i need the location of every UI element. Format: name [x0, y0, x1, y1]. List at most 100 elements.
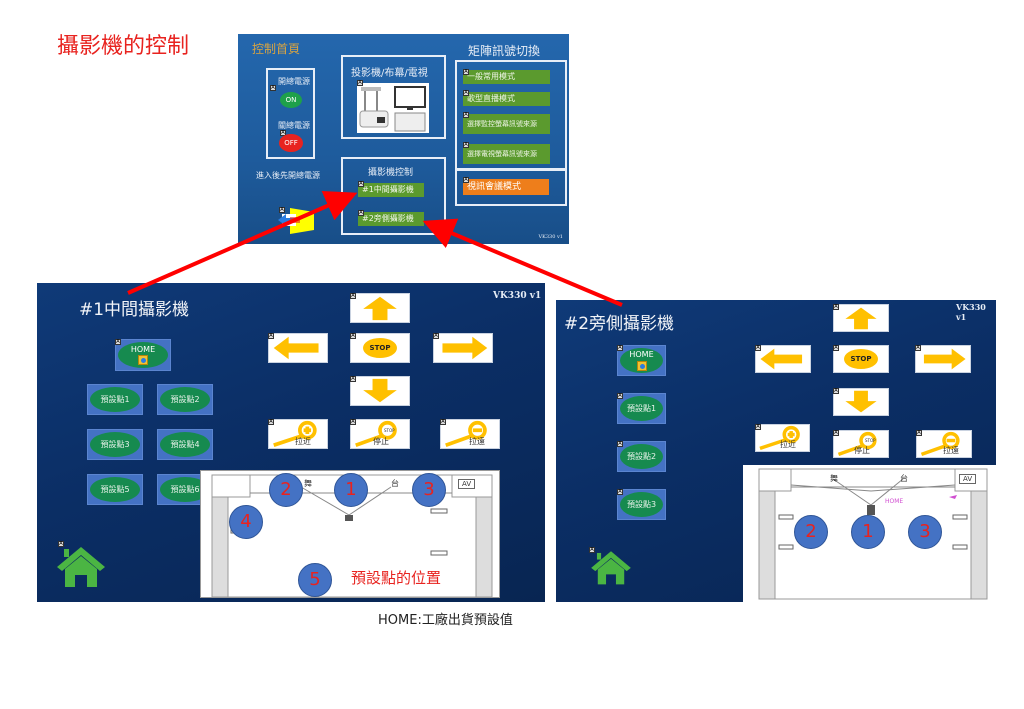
badge-icon: A — [463, 142, 469, 148]
pan-up-button[interactable] — [350, 293, 410, 323]
preset-label: 預設點3 — [90, 432, 140, 457]
camera2-version: VK330 v1 — [956, 302, 986, 322]
av-label: AV — [959, 474, 977, 484]
camera1-preset-button[interactable]: 預設點1 — [87, 384, 143, 415]
matrix-frame: 一般常用模式 A 歌型直播模式 A 選擇監控螢幕訊號來源 A 選擇電視螢幕訊號來… — [455, 60, 567, 170]
power-off-button[interactable]: OFF — [279, 134, 303, 152]
video-conference-button[interactable]: 視訊會議模式 — [463, 179, 549, 195]
badge-icon: A — [350, 333, 356, 339]
matrix-mode-button[interactable]: 一般常用模式 — [463, 70, 550, 84]
preset-position-1: 1 — [851, 515, 885, 549]
av-label: AV — [458, 479, 476, 489]
zoom-stop-button[interactable]: STOP 停止 — [833, 430, 889, 458]
zoom-in-button[interactable]: 拉近 — [268, 419, 328, 449]
preset-position-2: 2 — [269, 473, 303, 507]
zoom-stop-label: 停止 — [854, 446, 870, 455]
home-panel-title: 控制首頁 — [252, 42, 301, 56]
badge-icon: A — [617, 441, 623, 447]
version-label: VK330 v1 — [538, 234, 564, 240]
zoom-out-icon — [445, 420, 487, 447]
badge-icon: A — [350, 293, 356, 299]
home-control-panel: 控制首頁 矩陣訊號切換 開總電源 A ON 關總電源 A OFF 進入後先開總電… — [238, 34, 569, 244]
badge-icon: A — [833, 304, 839, 310]
stage-label: 台 — [900, 474, 908, 483]
pan-left-button[interactable] — [268, 333, 328, 363]
power-off-label: 關總電源 — [278, 121, 310, 130]
zoom-stop-button[interactable]: STOP 停止 — [350, 419, 410, 449]
preset-position-4: 4 — [229, 505, 263, 539]
projector-screen-tv-image[interactable] — [357, 83, 429, 133]
ptz-stop-button[interactable]: STOP — [350, 333, 410, 363]
camera1-preset-button[interactable]: 預設點5 — [87, 474, 143, 505]
preset-label: 預設點1 — [620, 396, 663, 421]
camera1-nav-button[interactable]: #1中間攝影機 — [358, 183, 424, 197]
zoom-out-button[interactable]: 拉遠 — [440, 419, 500, 449]
camera2-home-button[interactable]: HOME — [617, 345, 666, 376]
camera1-preset-button[interactable]: 預設點4 — [157, 429, 213, 460]
pan-down-button[interactable] — [833, 388, 889, 416]
map-caption: 預設點的位置 — [351, 569, 442, 587]
badge-icon: A — [755, 345, 761, 351]
pan-right-button[interactable] — [433, 333, 493, 363]
power-on-label: 開總電源 — [278, 77, 310, 86]
arrow-right-icon — [442, 336, 488, 360]
home-small-icon — [138, 355, 148, 365]
pan-right-button[interactable] — [915, 345, 971, 373]
badge-icon: A — [463, 90, 469, 96]
badge-icon: A — [833, 345, 839, 351]
badge-icon: A — [115, 339, 121, 345]
matrix-mode-button[interactable]: 選擇監控螢幕訊號來源 — [463, 114, 550, 134]
zoom-stop-badge: STOP — [865, 438, 876, 443]
zoom-in-button[interactable]: 拉近 — [755, 424, 810, 452]
zoom-stop-icon — [355, 420, 397, 447]
projector-section-title: 投影機/布幕/電視 — [351, 68, 428, 79]
badge-icon: A — [463, 112, 469, 118]
page-title: 攝影機的控制 — [57, 34, 190, 59]
preset-position-5: 5 — [298, 563, 332, 597]
badge-icon: A — [916, 430, 922, 436]
zoom-stop-icon — [837, 431, 877, 457]
pan-up-button[interactable] — [833, 304, 889, 332]
camera2-preset-button[interactable]: 預設點2 — [617, 441, 666, 472]
exit-door-icon[interactable] — [276, 206, 316, 234]
camera1-title: #1中間攝影機 — [79, 300, 190, 320]
zoom-out-label: 拉遠 — [943, 446, 959, 455]
zoom-in-icon — [273, 420, 317, 447]
pan-left-button[interactable] — [755, 345, 811, 373]
badge-icon: A — [440, 419, 446, 425]
camera2-nav-button[interactable]: #2旁側攝影機 — [358, 212, 424, 226]
badge-icon: A — [617, 393, 623, 399]
power-on-button[interactable]: ON — [280, 92, 302, 108]
stage-label: 舞 — [830, 474, 838, 483]
badge-icon: A — [833, 430, 839, 436]
ptz-stop-button[interactable]: STOP — [833, 345, 889, 373]
badge-icon: A — [358, 210, 364, 216]
home-position-marker: HOME — [885, 498, 904, 505]
matrix-mode-button[interactable]: 選擇電視螢幕訊號來源 — [463, 144, 550, 164]
home-nav-icon[interactable] — [55, 543, 107, 593]
matrix-mode-button[interactable]: 歌型直播模式 — [463, 92, 550, 106]
camera1-preset-button[interactable]: 預設點2 — [157, 384, 213, 415]
badge-icon: A — [357, 80, 363, 86]
zoom-out-button[interactable]: 拉遠 — [916, 430, 972, 458]
footer-note: HOME:工廠出貨預設值 — [378, 613, 513, 628]
camera2-preset-map: 舞 台 AV HOME 1 2 3 — [743, 465, 996, 609]
camera2-preset-button[interactable]: 預設點3 — [617, 489, 666, 520]
camera1-preset-button[interactable]: 預設點3 — [87, 429, 143, 460]
preset-label: 預設點5 — [90, 477, 140, 502]
stage-label: 台 — [391, 479, 399, 488]
badge-icon: A — [268, 333, 274, 339]
home-nav-icon[interactable] — [586, 548, 636, 590]
camera2-preset-button[interactable]: 預設點1 — [617, 393, 666, 424]
camera1-home-button[interactable]: HOME — [115, 339, 171, 371]
badge-icon: A — [358, 181, 364, 187]
arrow-up-icon — [845, 307, 877, 330]
preset-position-1: 1 — [334, 473, 368, 507]
camera1-panel: #1中間攝影機 VK330 v1 HOME A 預設點1 預設點2 預設點3 預… — [37, 283, 545, 602]
badge-icon: A — [350, 419, 356, 425]
badge-icon: A — [270, 85, 276, 91]
pan-down-button[interactable] — [350, 376, 410, 406]
zoom-out-label: 拉遠 — [469, 437, 485, 446]
preset-position-3: 3 — [908, 515, 942, 549]
zoom-in-label: 拉近 — [780, 440, 796, 449]
